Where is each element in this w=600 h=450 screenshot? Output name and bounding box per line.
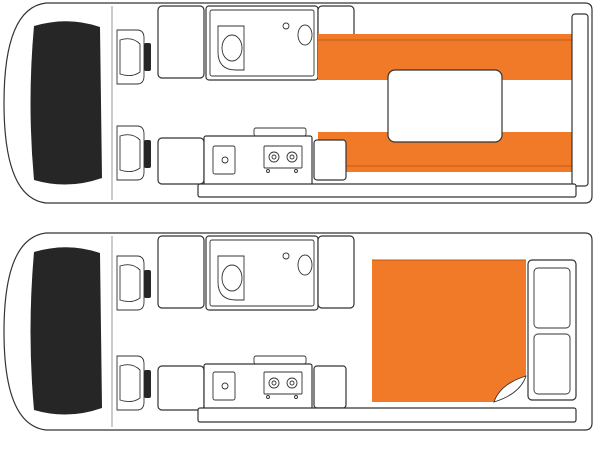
driver-seat: [116, 255, 151, 311]
fridge: [313, 139, 347, 181]
fridge: [313, 365, 347, 409]
bathroom: [205, 5, 319, 81]
two-burner-cooktop: [263, 145, 303, 173]
rear-cabinet: [571, 13, 589, 187]
windscreen: [30, 247, 102, 415]
bathroom: [205, 235, 319, 311]
van-layout-day: [3, 2, 593, 204]
dining-table: [387, 69, 503, 143]
windscreen: [30, 21, 102, 185]
passenger-seat: [116, 355, 151, 411]
hand-basin: [297, 24, 313, 46]
van-layout-night: [3, 232, 593, 431]
front-cabinet: [157, 5, 205, 79]
double-bed: [372, 259, 527, 403]
kitchen: [157, 355, 577, 423]
driver-seat: [116, 29, 151, 85]
rear-cabinets: [527, 259, 577, 401]
hand-basin: [297, 254, 313, 276]
passenger-seat: [116, 125, 151, 181]
kitchen: [157, 127, 577, 198]
front-cabinet: [157, 235, 205, 309]
two-burner-cooktop: [263, 371, 303, 399]
wardrobe: [317, 235, 355, 309]
